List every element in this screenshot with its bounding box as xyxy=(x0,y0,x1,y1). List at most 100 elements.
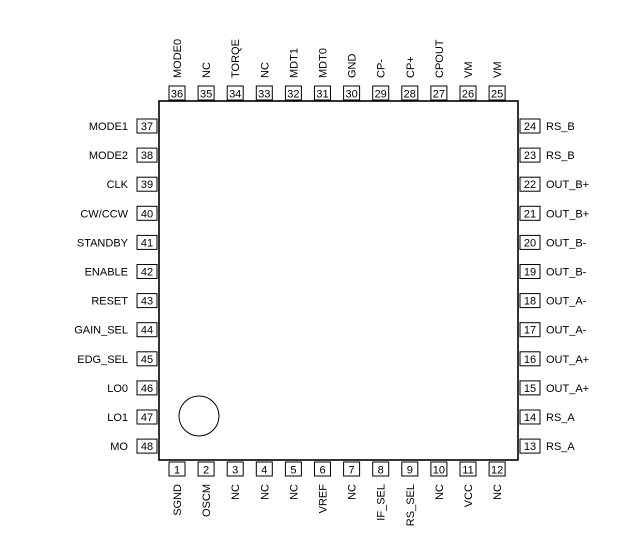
pin-box xyxy=(136,147,158,163)
pin-name: OUT_A- xyxy=(546,325,587,337)
pin-box xyxy=(372,85,390,101)
pin-name: ENABLE xyxy=(85,267,128,279)
pin-number: 11 xyxy=(462,465,473,477)
pins-bottom: 1SGND2OSCM3NC4NC5NC6VREF7NC8IF_SEL9RS_SE… xyxy=(168,461,506,526)
pin-number: 20 xyxy=(524,237,536,249)
pin-box xyxy=(136,380,158,396)
pin-box xyxy=(519,409,541,425)
pin-number: 24 xyxy=(524,121,536,133)
pin-number: 5 xyxy=(290,465,296,477)
pin-name: NC xyxy=(259,484,271,500)
pin-box xyxy=(519,322,541,338)
pin-number: 35 xyxy=(200,89,212,101)
pin-box xyxy=(226,461,244,477)
pin-name: EDG_SEL xyxy=(77,354,128,366)
pin-number: 34 xyxy=(229,89,241,101)
pin-box xyxy=(519,293,541,309)
pin-number: 46 xyxy=(141,383,153,395)
pin-box xyxy=(255,85,273,101)
pin-box xyxy=(136,351,158,367)
pin-name: CW/CCW xyxy=(80,208,128,220)
pin1-indicator-circle xyxy=(178,395,220,437)
pin-number: 48 xyxy=(141,441,153,453)
pin-number: 32 xyxy=(287,89,299,101)
pin-name: VREF xyxy=(318,484,330,514)
pin-number: 28 xyxy=(404,89,416,101)
pin-box xyxy=(459,85,477,101)
pin-name: OUT_B+ xyxy=(546,179,589,191)
pin-box xyxy=(459,461,477,477)
pin-box xyxy=(430,461,448,477)
pin-number: 37 xyxy=(141,121,153,133)
pin-name: RS_A xyxy=(546,412,575,424)
pins-top: 36MODE035NC34TORQE33NC32MDT131MDT030GND2… xyxy=(168,39,506,101)
pin-name: MODE0 xyxy=(172,39,184,78)
pin-number: 47 xyxy=(141,412,153,424)
pin-name: VM xyxy=(492,62,504,79)
pin-box xyxy=(519,438,541,454)
pin-number: 10 xyxy=(433,465,445,477)
pin-name: NC xyxy=(347,484,359,500)
pin-box xyxy=(314,85,331,101)
pin-box xyxy=(136,438,158,454)
pin-name: MODE2 xyxy=(89,150,128,162)
pin-number: 2 xyxy=(203,465,209,477)
pin-name: OSCM xyxy=(201,484,213,517)
pin-box xyxy=(401,85,419,101)
pin-number: 7 xyxy=(349,465,355,477)
pin-name: CPOUT xyxy=(434,39,446,78)
pin-name: RESET xyxy=(91,296,128,308)
pin-box xyxy=(519,147,541,163)
pin-number: 33 xyxy=(258,89,270,101)
pin-box xyxy=(136,409,158,425)
pin-number: 36 xyxy=(171,89,183,101)
pin-number: 14 xyxy=(524,412,536,424)
pin-box xyxy=(197,461,215,477)
pin-box xyxy=(343,461,361,477)
pin-name: NC xyxy=(434,484,446,500)
pin-name: TORQE xyxy=(230,39,242,78)
pin-name: OUT_B- xyxy=(546,237,587,249)
pin-name: CP- xyxy=(376,59,388,78)
pin-number: 17 xyxy=(524,325,536,337)
pin-box xyxy=(136,322,158,338)
pin-box xyxy=(226,85,244,101)
pin-number: 21 xyxy=(524,208,536,220)
pin-number: 42 xyxy=(141,267,153,279)
pin-box xyxy=(343,85,361,101)
pin-name: RS_B xyxy=(546,121,575,133)
pin-number: 44 xyxy=(141,325,153,337)
pin-number: 26 xyxy=(462,89,474,101)
pin-name: GND xyxy=(347,54,359,79)
pin-box xyxy=(519,205,541,221)
pin-name: OUT_A+ xyxy=(546,354,589,366)
pin-name: OUT_B+ xyxy=(546,208,589,220)
pin-number: 8 xyxy=(378,465,384,477)
pin-box xyxy=(284,461,302,477)
pin-number: 4 xyxy=(261,465,267,477)
pin-box xyxy=(136,264,158,279)
pin-name: NC xyxy=(259,62,271,78)
pin-name: CLK xyxy=(107,179,129,191)
pin-number: 13 xyxy=(524,441,536,453)
pin-name: RS_SEL xyxy=(405,484,417,526)
pin-number: 31 xyxy=(316,89,328,101)
pin-number: 29 xyxy=(375,89,387,101)
pin-box xyxy=(284,85,302,101)
pin-number: 3 xyxy=(232,465,238,477)
pin-name: MODE1 xyxy=(89,121,128,133)
pin-name: MO xyxy=(110,441,128,453)
pin-name: STANDBY xyxy=(77,237,129,249)
pin-name: NC xyxy=(201,62,213,78)
pin-box xyxy=(401,461,419,477)
pin-box xyxy=(519,118,541,134)
pin-name: NC xyxy=(230,484,242,500)
pin-name: SGND xyxy=(172,484,184,516)
pin-name: GAIN_SEL xyxy=(74,325,128,337)
pin-box xyxy=(197,85,215,101)
pin-number: 25 xyxy=(491,89,503,101)
pin-box xyxy=(314,461,331,477)
pin-name: MDT0 xyxy=(318,48,330,78)
pin-name: OUT_B- xyxy=(546,267,587,279)
